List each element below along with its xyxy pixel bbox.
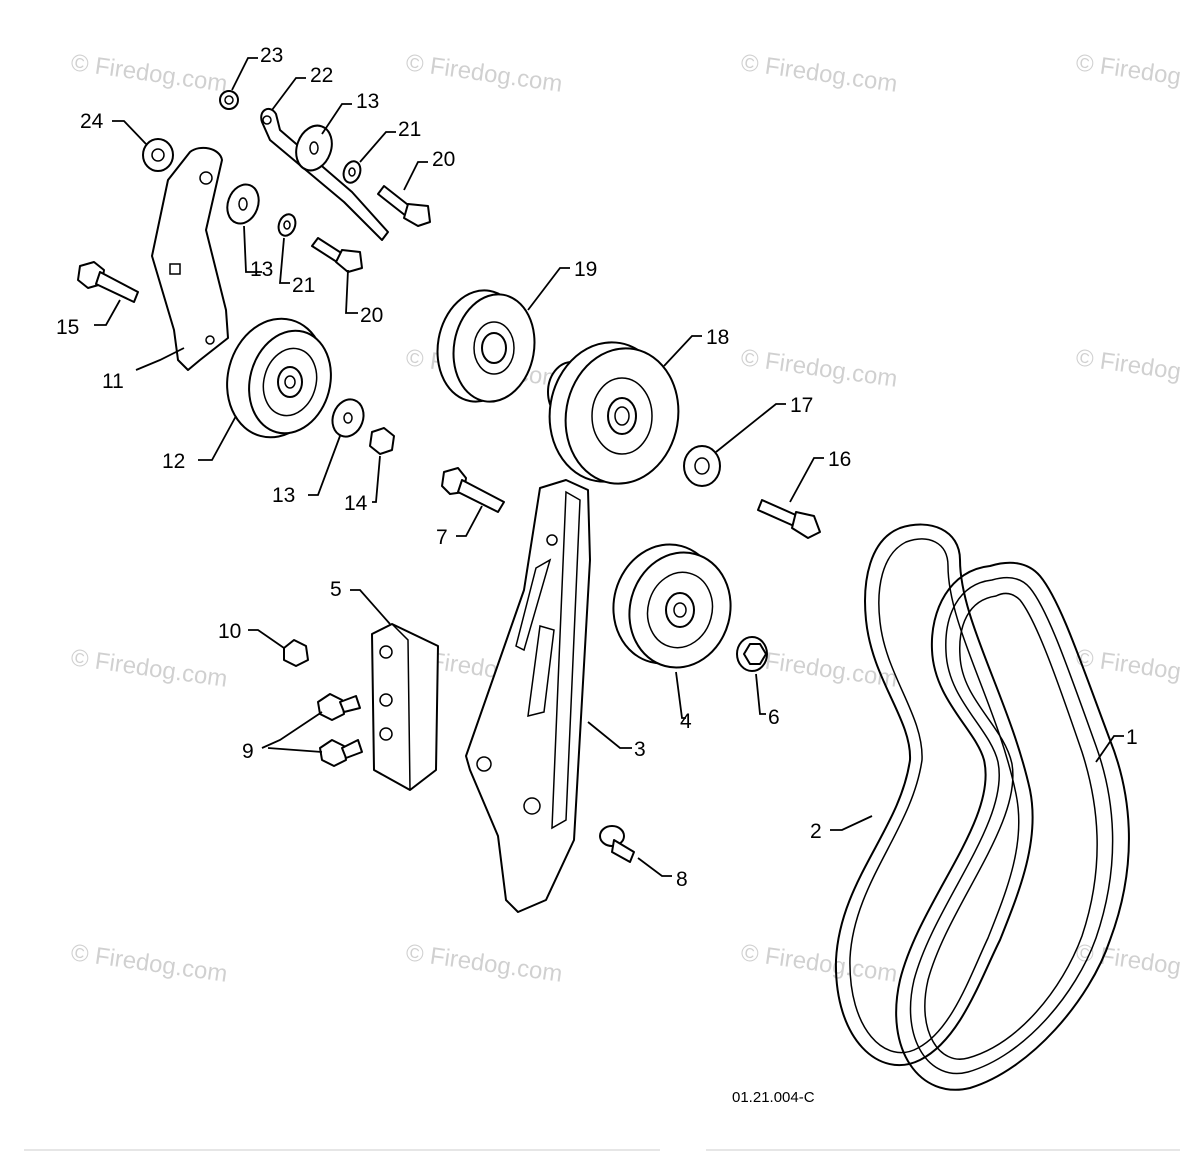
callout-6: 6	[768, 706, 780, 729]
callout-13: 13	[250, 258, 273, 281]
callout-18: 18	[706, 326, 729, 349]
part-9-screw	[317, 693, 361, 721]
part-15-bolt	[77, 261, 139, 303]
callout-20: 20	[432, 148, 455, 171]
watermark: © Firedog.com	[739, 939, 899, 988]
watermark: © Firedog.com	[1074, 49, 1180, 98]
callout-3: 3	[634, 738, 646, 761]
callout-4: 4	[680, 710, 692, 733]
part-11-bracket	[151, 146, 229, 371]
callout-20: 20	[360, 304, 383, 327]
drawing-code: 01.21.004-C	[732, 1089, 815, 1106]
watermark: © Firedog.com	[69, 644, 229, 693]
watermark: © Firedog.com	[404, 49, 564, 98]
part-21-lock-washer	[277, 213, 297, 237]
callout-19: 19	[574, 258, 597, 281]
part-13-washer	[226, 183, 260, 225]
part-19-pulley	[436, 289, 536, 403]
callout-17: 17	[790, 394, 813, 417]
part-12-pulley	[226, 317, 332, 439]
watermark: © Firedog.com	[69, 939, 229, 988]
part-17-spacer	[683, 445, 721, 487]
part-23-nut	[219, 90, 239, 110]
part-9-screw	[319, 739, 363, 767]
watermark: © Firedog.com	[739, 49, 899, 98]
part-24-spacer	[142, 138, 174, 172]
callout-7: 7	[436, 526, 448, 549]
leader-lines	[94, 57, 1124, 877]
part-1-belt	[895, 561, 1130, 1091]
watermark: © Firedog.com	[1074, 344, 1180, 393]
callout-13: 13	[272, 484, 295, 507]
callout-23: 23	[260, 44, 283, 67]
part-2-belt	[834, 523, 1034, 1066]
part-20-bolt	[377, 185, 431, 227]
part-5-guide-block	[371, 623, 439, 791]
callout-8: 8	[676, 868, 688, 891]
part-22-rod	[260, 107, 389, 241]
callout-21: 21	[292, 274, 315, 297]
part-21-lock-washer	[342, 160, 362, 184]
callout-13: 13	[356, 90, 379, 113]
part-8-plug	[599, 825, 635, 863]
part-20-bolt	[311, 237, 363, 273]
part-18-pulley	[547, 341, 680, 485]
callout-16: 16	[828, 448, 851, 471]
part-7-bolt	[441, 467, 505, 513]
watermark: © Firedog.com	[739, 344, 899, 393]
watermark: © Firedog.com	[69, 49, 229, 98]
part-14-nut	[369, 427, 395, 455]
callout-14: 14	[344, 492, 368, 515]
watermark: © Firedog.com	[404, 939, 564, 988]
part-16-bolt	[757, 499, 821, 539]
part-4-pulley	[612, 543, 732, 669]
callout-11: 11	[102, 370, 124, 393]
callout-2: 2	[810, 820, 822, 843]
callout-9: 9	[242, 740, 254, 763]
part-6-nut	[736, 636, 768, 672]
part-13-washer	[331, 398, 365, 438]
callout-22: 22	[310, 64, 333, 87]
callout-12: 12	[162, 450, 185, 473]
callout-10: 10	[218, 620, 241, 643]
callout-24: 24	[80, 110, 104, 133]
callout-15: 15	[56, 316, 79, 339]
callout-21: 21	[398, 118, 421, 141]
part-10-nut	[283, 639, 309, 667]
callouts: 23 22 13 21 20 24 13 21 20 15 11 12 13 1…	[56, 44, 1138, 891]
callout-1: 1	[1126, 726, 1138, 749]
part-13-washer	[295, 124, 333, 172]
watermark: © Firedog.com	[1074, 939, 1180, 988]
part-3-arm	[465, 479, 591, 913]
callout-5: 5	[330, 578, 342, 601]
